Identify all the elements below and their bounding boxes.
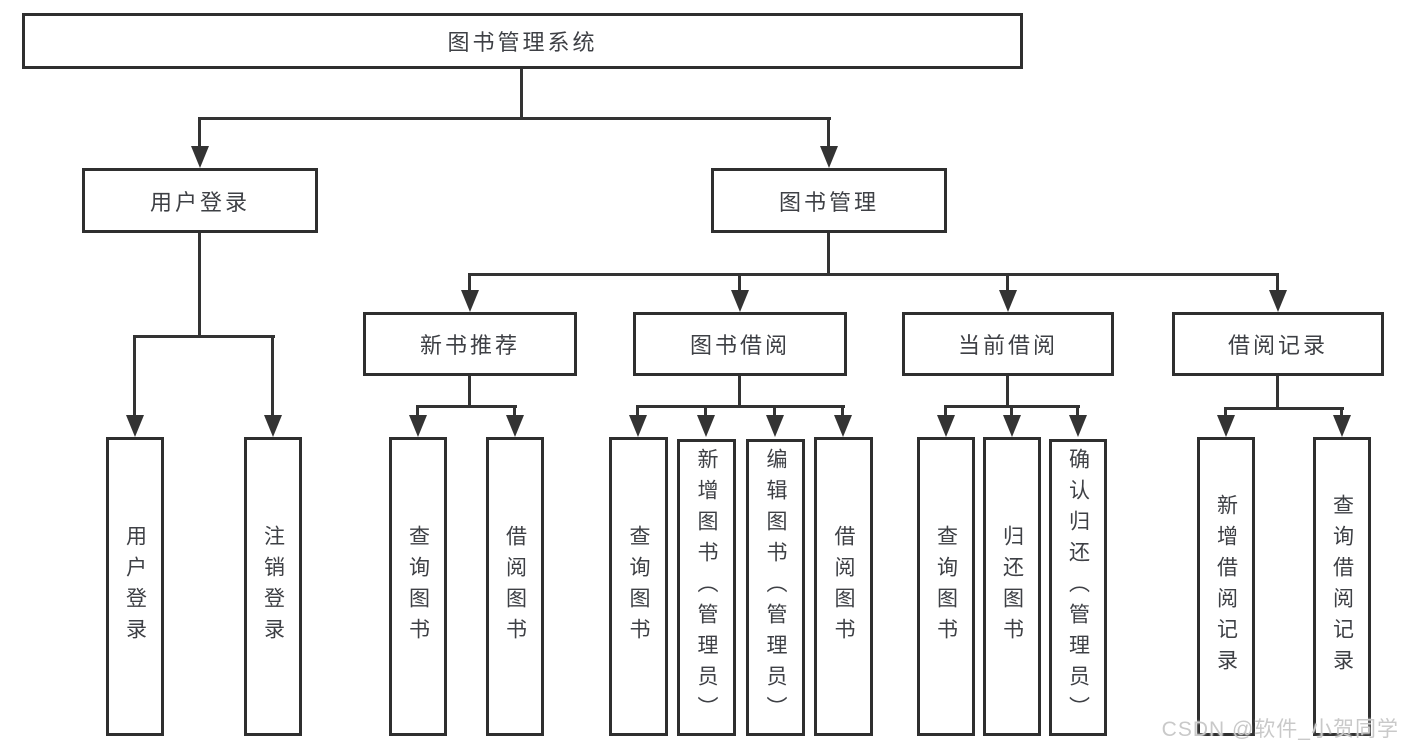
arrow-down-icon <box>1003 415 1021 437</box>
connector-line <box>416 405 419 419</box>
node-label: 查询图书 <box>627 524 650 649</box>
leaf-query-borrow-record: 查询借阅记录 <box>1313 437 1371 736</box>
connector-line <box>468 273 1279 276</box>
leaf-confirm-return-admin: 确认归还（管理员） <box>1049 439 1107 736</box>
node-label: 新增图书（管理员） <box>695 448 718 727</box>
connector-line <box>1006 273 1009 292</box>
connector-line <box>704 405 707 419</box>
node-label: 新增借阅记录 <box>1214 493 1238 680</box>
connector-line <box>944 405 947 419</box>
connector-line <box>468 376 471 407</box>
arrow-down-icon <box>191 146 209 168</box>
node-label: 查询图书 <box>934 524 958 649</box>
leaf-query-books-current: 查询图书 <box>917 437 975 736</box>
connector-line <box>1006 376 1009 407</box>
connector-line <box>636 405 845 408</box>
leaf-user-login: 用户登录 <box>106 437 164 736</box>
arrow-down-icon <box>834 415 852 437</box>
connector-line <box>773 405 776 419</box>
leaf-borrow-books-recommend: 借阅图书 <box>486 437 544 736</box>
node-label: 用户登录 <box>123 524 147 649</box>
node-label: 图书借阅 <box>689 333 790 358</box>
node-borrowing-records: 借阅记录 <box>1172 312 1384 376</box>
node-current-borrowing: 当前借阅 <box>902 312 1114 376</box>
connector-line <box>1276 376 1279 409</box>
leaf-add-book-admin: 新增图书（管理员） <box>677 439 736 736</box>
leaf-query-books-recommend: 查询图书 <box>389 437 447 736</box>
connector-line <box>827 117 830 148</box>
node-label: 注销登录 <box>261 524 285 649</box>
connector-line <box>133 335 275 338</box>
node-label: 查询图书 <box>406 524 430 649</box>
arrow-down-icon <box>766 415 784 437</box>
arrow-down-icon <box>629 415 647 437</box>
node-label: 图书管理 <box>778 189 879 215</box>
node-library-management-system: 图书管理系统 <box>22 13 1023 69</box>
node-label: 借阅记录 <box>1227 333 1328 358</box>
connector-line <box>1340 407 1343 419</box>
connector-line <box>513 405 516 419</box>
watermark-text: CSDN @软件_小贺同学 <box>1161 718 1399 741</box>
node-new-book-recommendation: 新书推荐 <box>363 312 577 376</box>
arrow-down-icon <box>1217 415 1235 437</box>
connector-line <box>636 405 639 419</box>
connector-line <box>1276 273 1279 292</box>
connector-line <box>738 376 741 407</box>
node-label: 图书管理系统 <box>447 30 598 55</box>
connector-line <box>133 335 136 417</box>
arrow-down-icon <box>1069 415 1087 437</box>
connector-line <box>738 273 741 292</box>
arrow-down-icon <box>1333 415 1351 437</box>
node-book-borrowing: 图书借阅 <box>633 312 847 376</box>
connector-line <box>198 117 201 148</box>
leaf-query-books-borrowing: 查询图书 <box>609 437 668 736</box>
arrow-down-icon <box>697 415 715 437</box>
node-label: 编辑图书（管理员） <box>764 448 787 727</box>
leaf-borrow-books-borrowing: 借阅图书 <box>814 437 873 736</box>
node-label: 新书推荐 <box>419 333 520 358</box>
node-label: 借阅图书 <box>832 524 855 649</box>
leaf-add-borrow-record: 新增借阅记录 <box>1197 437 1255 736</box>
leaf-logout: 注销登录 <box>244 437 302 736</box>
arrow-down-icon <box>1269 290 1287 312</box>
connector-line <box>416 405 517 408</box>
node-label: 归还图书 <box>1000 524 1024 649</box>
leaf-return-book: 归还图书 <box>983 437 1041 736</box>
arrow-down-icon <box>999 290 1017 312</box>
connector-line <box>271 335 274 417</box>
arrow-down-icon <box>506 415 524 437</box>
arrow-down-icon <box>264 415 282 437</box>
node-label: 用户登录 <box>149 189 250 215</box>
node-label: 查询借阅记录 <box>1330 493 1354 680</box>
connector-line <box>1076 405 1079 419</box>
node-user-login: 用户登录 <box>82 168 318 233</box>
connector-line <box>1224 407 1344 410</box>
connector-line <box>468 273 471 292</box>
connector-line <box>520 69 523 117</box>
leaf-edit-book-admin: 编辑图书（管理员） <box>746 439 805 736</box>
connector-line <box>827 233 830 276</box>
arrow-down-icon <box>461 290 479 312</box>
connector-line <box>1224 407 1227 419</box>
node-label: 确认归还（管理员） <box>1066 448 1090 727</box>
connector-line <box>198 233 201 337</box>
arrow-down-icon <box>937 415 955 437</box>
arrow-down-icon <box>820 146 838 168</box>
node-label: 当前借阅 <box>957 333 1058 358</box>
arrow-down-icon <box>409 415 427 437</box>
connector-line <box>198 117 831 120</box>
arrow-down-icon <box>126 415 144 437</box>
connector-line <box>1010 405 1013 419</box>
arrow-down-icon <box>731 290 749 312</box>
node-label: 借阅图书 <box>503 524 527 649</box>
node-book-management: 图书管理 <box>711 168 947 233</box>
connector-line <box>841 405 844 419</box>
